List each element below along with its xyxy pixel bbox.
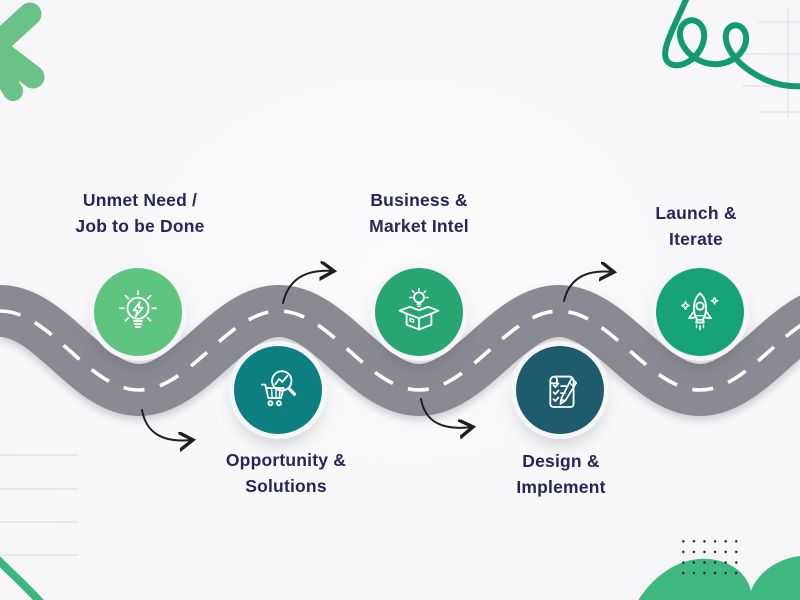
stage-2-label: Opportunity & Solutions	[176, 447, 396, 499]
dot-grid-pattern	[678, 536, 744, 578]
stage-5-label-line2: Iterate	[669, 229, 723, 249]
flow-arrow-1-icon	[141, 409, 192, 440]
stage-3-label-line1: Business &	[370, 190, 468, 210]
green-corner-stroke	[0, 556, 44, 600]
stage-1-label: Unmet Need / Job to be Done	[30, 187, 250, 239]
stage-5-circle	[656, 268, 744, 356]
stage-3-label: Business & Market Intel	[309, 187, 529, 239]
rocket-icon	[680, 292, 719, 331]
stage-1-label-line1: Unmet Need /	[82, 190, 198, 210]
stage-4-circle	[516, 346, 604, 434]
idea-box-icon	[398, 287, 440, 331]
road-center-line	[0, 309, 800, 392]
stage-5-label: Launch & Iterate	[586, 200, 800, 252]
checklist-pencil-icon	[549, 375, 578, 408]
stage-3-label-line2: Market Intel	[369, 216, 469, 236]
flow-arrow-3-icon	[420, 398, 472, 428]
grid-lines-bottom-left	[0, 454, 78, 556]
magnifier-chart-cart-icon	[260, 370, 297, 407]
stage-3-circle	[375, 268, 463, 356]
stage-2-circle	[234, 346, 322, 434]
stage-4-label-line2: Implement	[516, 477, 606, 497]
stage-4-label: Design & Implement	[451, 448, 671, 500]
lightbulb-bolt-icon	[119, 290, 157, 328]
stage-4-label-line1: Design &	[522, 451, 600, 471]
stage-2-label-line1: Opportunity &	[225, 450, 347, 470]
stage-5-label-line1: Launch &	[655, 203, 737, 223]
stage-2-label-line2: Solutions	[245, 476, 327, 496]
flow-arrow-2-icon	[282, 271, 333, 304]
stage-1-label-line2: Job to be Done	[75, 216, 205, 236]
teal-squiggle-icon	[662, 0, 800, 90]
flow-arrow-4-icon	[563, 272, 613, 302]
green-corner-shape	[0, 2, 45, 101]
grid-lines-top-right	[742, 8, 800, 118]
stage-1-circle	[94, 268, 182, 356]
